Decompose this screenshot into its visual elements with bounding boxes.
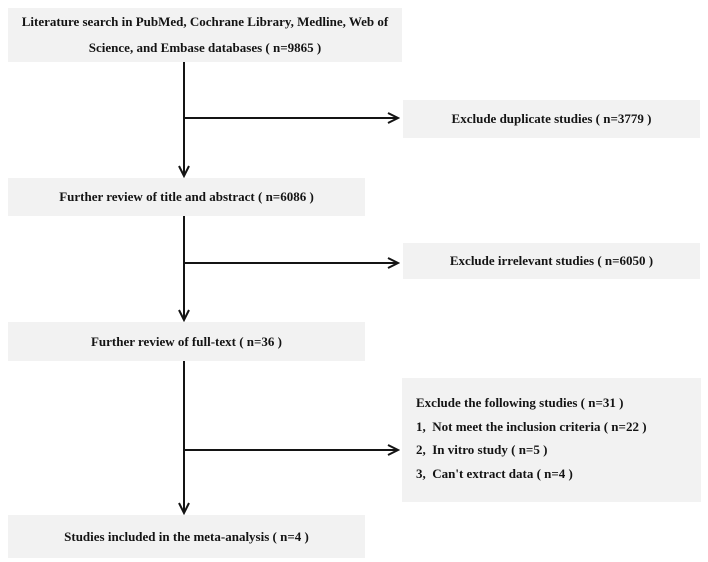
box-fulltext-review: Further review of full-text ( n=36 ) [8,322,365,361]
exclude-fulltext-title: Exclude the following studies ( n=31 ) [416,395,624,410]
box-exclude-duplicates: Exclude duplicate studies ( n=3779 ) [403,100,700,138]
box-literature-search: Literature search in PubMed, Cochrane Li… [8,8,402,62]
included-studies-label: Studies included in the meta-analysis ( … [64,528,309,544]
fulltext-review-label: Further review of full-text ( n=36 ) [90,333,283,349]
box-exclude-fulltext-reasons: Exclude the following studies ( n=31 ) 1… [402,378,701,502]
box-title-abstract-review: Further review of title and abstract ( n… [8,178,365,216]
exclude-reason-3: 3, Can't extract data ( n=4 ) [416,465,573,481]
box-included-studies: Studies included in the meta-analysis ( … [8,515,365,558]
box-exclude-irrelevant: Exclude irrelevant studies ( n=6050 ) [403,243,700,279]
literature-search-line-1: Literature search in PubMed, Cochrane Li… [21,14,389,29]
exclude-reason-1: 1, Not meet the inclusion criteria ( n=2… [416,418,647,434]
exclude-duplicates-label: Exclude duplicate studies ( n=3779 ) [451,111,652,126]
exclude-reason-2: 2, In vitro study ( n=5 ) [416,442,548,457]
exclude-irrelevant-label: Exclude irrelevant studies ( n=6050 ) [449,253,654,268]
title-abstract-review-label: Further review of title and abstract ( n… [59,189,314,204]
literature-search-line-2: Science, and Embase databases ( n=9865 ) [88,40,322,55]
